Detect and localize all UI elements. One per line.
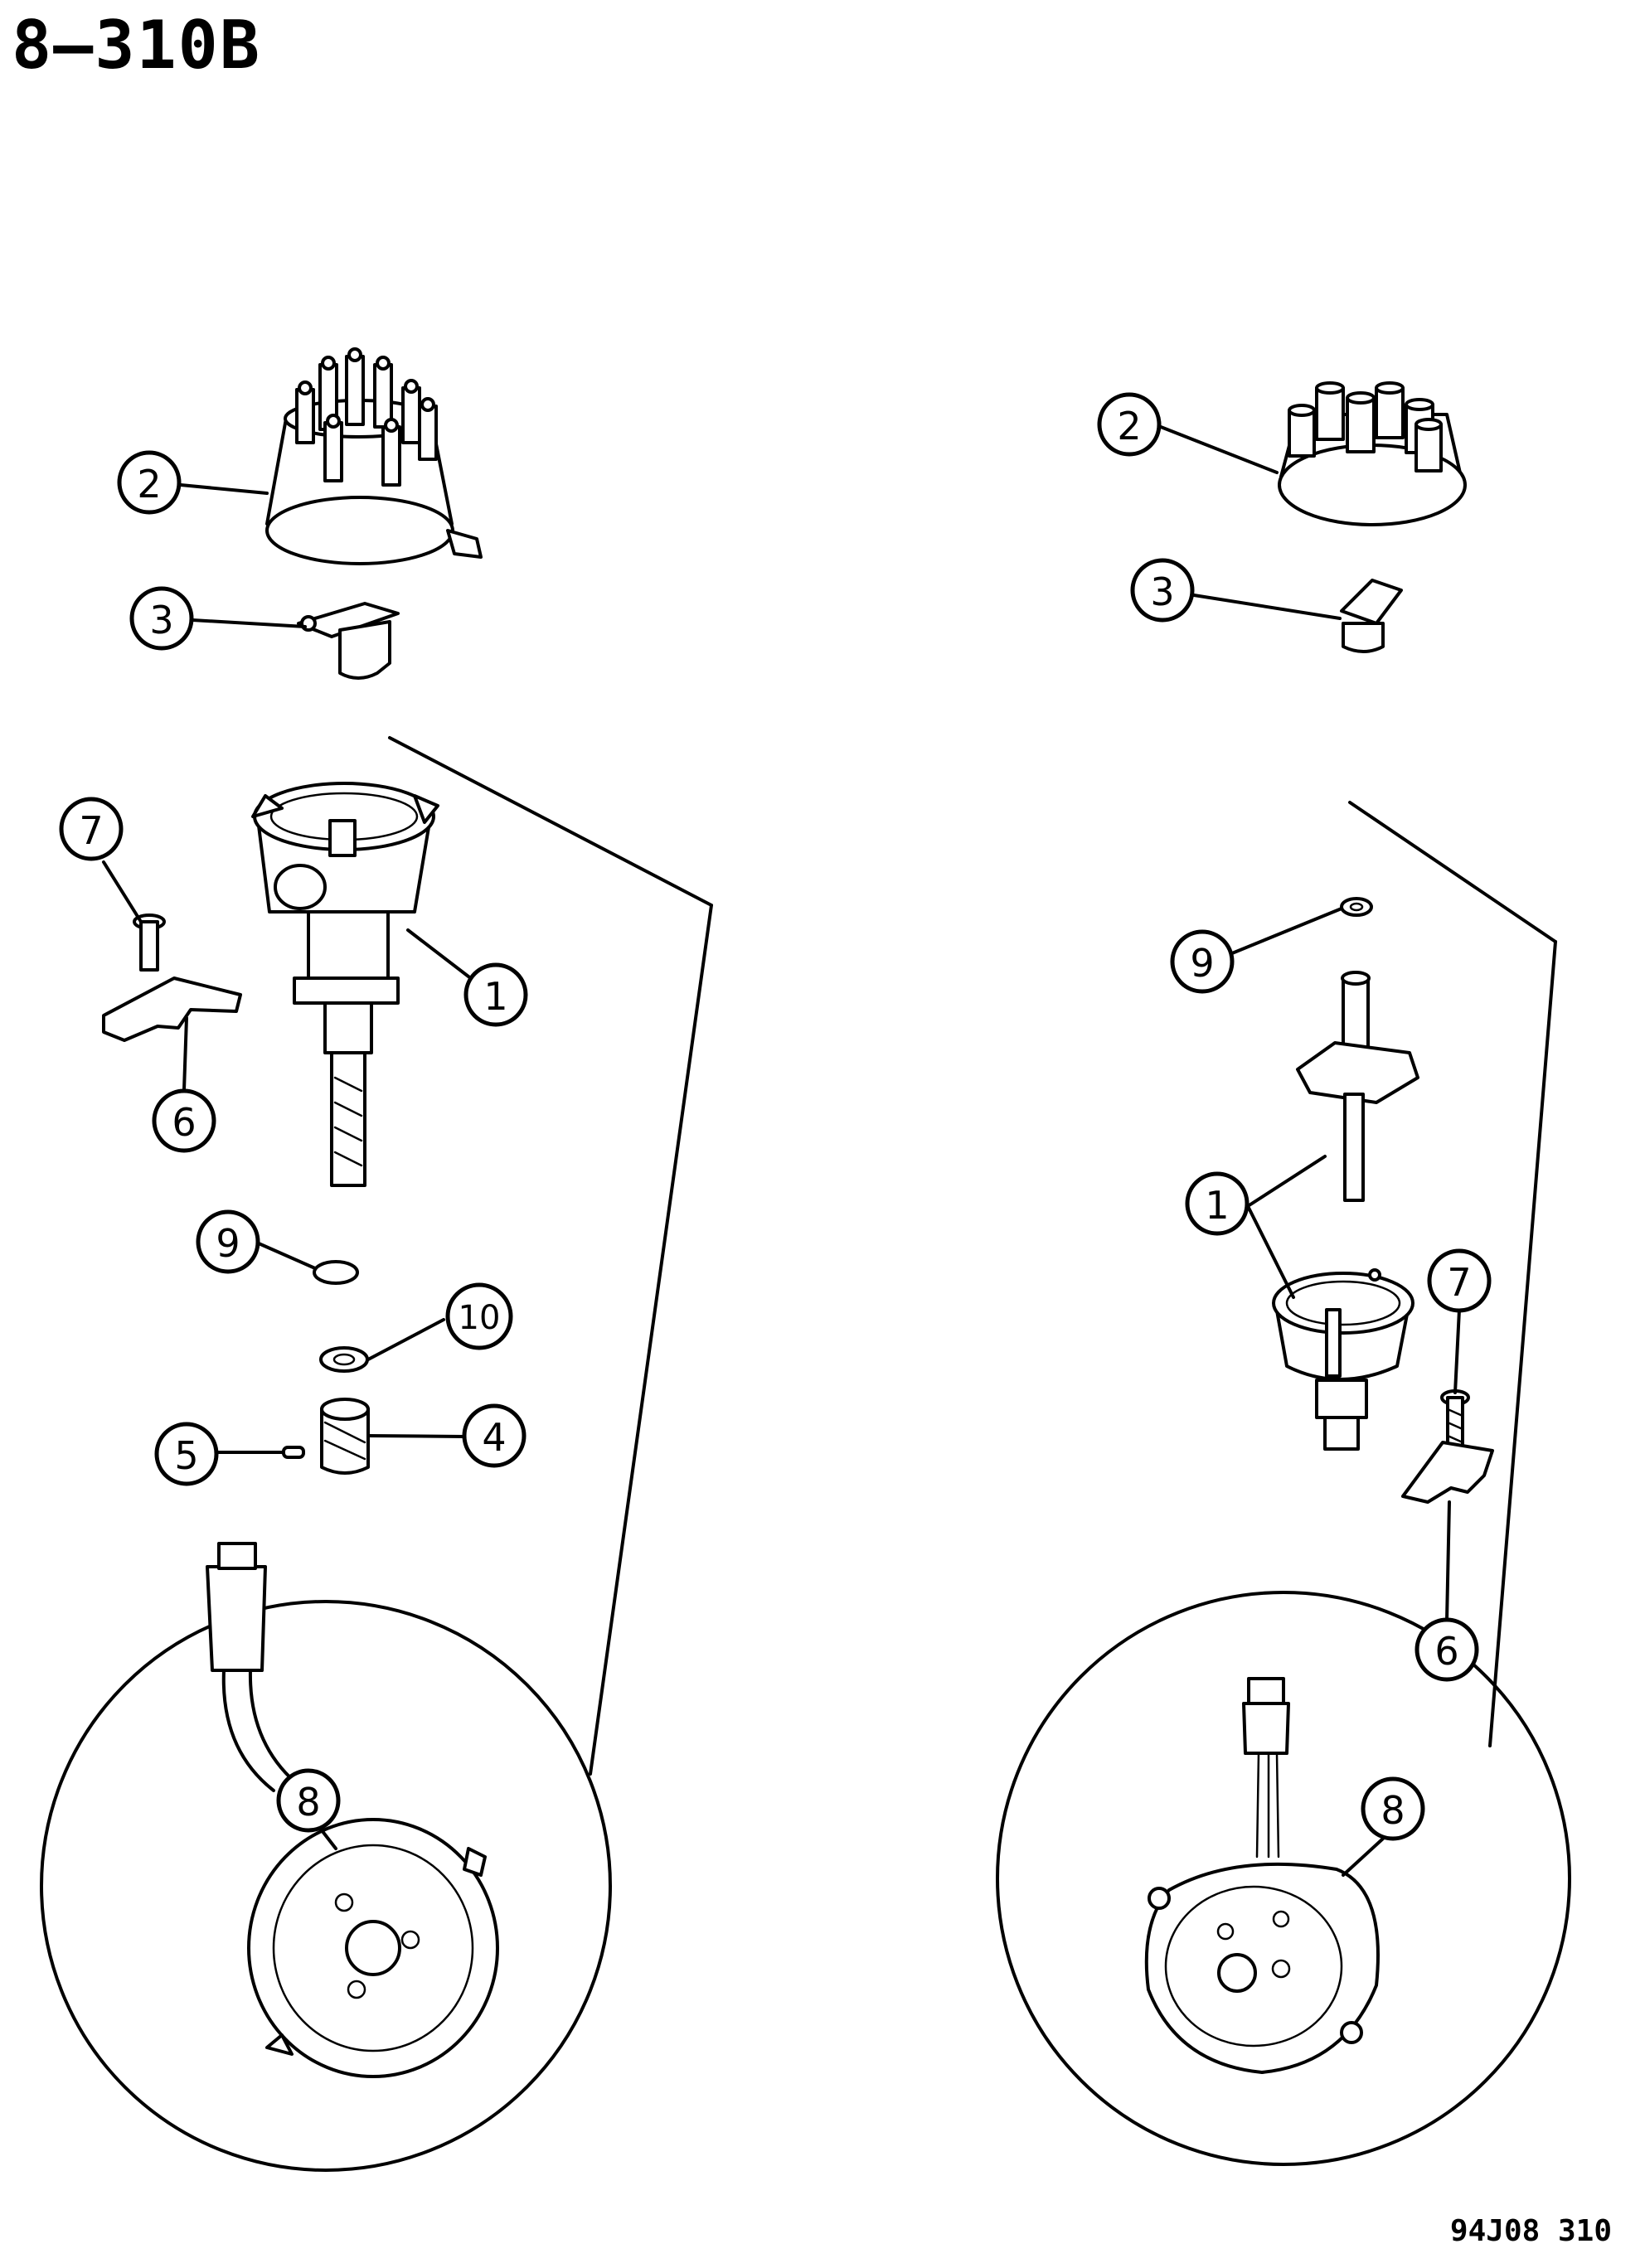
left-pickup-plate — [206, 1542, 499, 2078]
svg-text:9: 9 — [1190, 941, 1214, 986]
left-hold-down-clamp — [102, 976, 242, 1042]
callout-left-5: 5 — [154, 1422, 219, 1486]
svg-text:2: 2 — [137, 462, 161, 506]
svg-text:5: 5 — [174, 1433, 198, 1478]
svg-text:2: 2 — [1117, 404, 1141, 448]
callout-left-2: 2 — [117, 450, 182, 515]
callout-right-2: 2 — [1097, 392, 1162, 457]
svg-text:10: 10 — [459, 1299, 501, 1337]
svg-text:3: 3 — [1150, 569, 1174, 614]
right-rotor — [1340, 579, 1403, 653]
svg-text:1: 1 — [483, 974, 507, 1019]
callout-left-8: 8 — [276, 1768, 341, 1833]
right-washer — [1340, 897, 1373, 917]
right-assembly — [996, 381, 1571, 2166]
left-washer — [313, 1260, 359, 1285]
svg-text:8: 8 — [296, 1780, 320, 1825]
callout-right-3: 3 — [1130, 558, 1195, 623]
right-leader-right — [1488, 940, 1557, 1747]
right-detail-circle — [996, 1591, 1571, 2166]
left-leader-right — [589, 904, 713, 1776]
left-roll-pin — [282, 1446, 305, 1459]
callout-right-7: 7 — [1427, 1248, 1492, 1313]
right-shaft-assembly — [1296, 971, 1419, 1202]
right-distributor-cap — [1278, 381, 1467, 526]
left-detail-circle — [40, 1600, 612, 2172]
page-code: 8–310B — [12, 7, 261, 84]
left-distributor-cap — [265, 347, 483, 565]
callout-left-9: 9 — [196, 1209, 260, 1274]
callout-right-1: 1 — [1185, 1171, 1250, 1236]
svg-text:7: 7 — [79, 808, 103, 853]
callout-left-7: 7 — [59, 797, 124, 861]
svg-text:4: 4 — [482, 1415, 506, 1460]
diagram-code: 94J08 310 — [1449, 2214, 1612, 2248]
left-hold-down-bolt — [133, 914, 166, 972]
left-leader-top — [388, 736, 713, 907]
callout-left-1: 1 — [463, 962, 528, 1027]
right-distributor-housing — [1272, 1268, 1415, 1451]
svg-text:6: 6 — [172, 1100, 196, 1145]
right-hold-down-bolt — [1440, 1389, 1470, 1451]
callout-left-3: 3 — [129, 586, 194, 651]
svg-text:6: 6 — [1434, 1629, 1458, 1674]
svg-text:3: 3 — [149, 598, 173, 642]
left-thrust-washer — [319, 1346, 369, 1373]
callout-left-10: 10 — [445, 1282, 513, 1350]
svg-text:8: 8 — [1381, 1788, 1405, 1833]
right-leader-top — [1348, 801, 1557, 943]
callout-right-8: 8 — [1361, 1776, 1425, 1841]
svg-text:1: 1 — [1205, 1183, 1229, 1228]
right-pickup-plate — [1144, 1677, 1380, 2074]
left-rotor — [297, 602, 400, 680]
callout-right-9: 9 — [1170, 929, 1235, 994]
left-distributor-housing — [251, 782, 439, 1187]
callout-left-4: 4 — [462, 1403, 526, 1468]
svg-text:7: 7 — [1447, 1260, 1471, 1305]
left-drive-gear — [320, 1398, 370, 1475]
svg-text:9: 9 — [216, 1221, 240, 1266]
callout-right-6: 6 — [1415, 1617, 1479, 1682]
right-hold-down-clamp — [1401, 1441, 1494, 1504]
callout-left-6: 6 — [152, 1088, 216, 1153]
left-assembly — [40, 347, 713, 2172]
